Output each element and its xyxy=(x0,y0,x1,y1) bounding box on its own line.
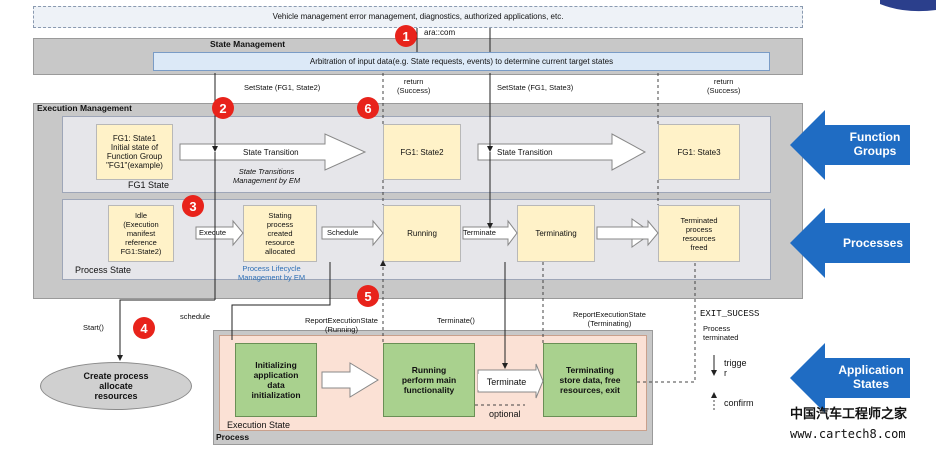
stating-text: Stating process created resource allocat… xyxy=(264,211,296,256)
terminated-text: Terminated process resources freed xyxy=(680,215,718,252)
terminating-to-terminated xyxy=(596,219,659,247)
confirm-legend-label: confirm xyxy=(724,398,754,408)
step-badge-6: 6 xyxy=(357,97,379,119)
return2-label: return (Success) xyxy=(707,77,741,95)
schedule-arrow xyxy=(321,219,384,247)
schedule-call-label: schedule xyxy=(180,312,211,321)
corner-logo xyxy=(880,0,936,12)
state-management-title: State Management xyxy=(210,39,286,49)
create-process-ellipse: Create process allocate resources xyxy=(40,362,192,410)
arbitration-box xyxy=(153,52,770,71)
idle-text: Idle (Execution manifest reference FG1:S… xyxy=(120,211,162,256)
setstate1-label: SetState (FG1, State2) xyxy=(244,83,321,92)
transitions-note: State Transitions Management by EM xyxy=(233,167,301,185)
application-states-text: Application States xyxy=(838,363,904,391)
function-groups-side-arrow xyxy=(790,110,910,180)
fg1-state3-box: FG1: State3 xyxy=(658,124,740,180)
terminated-box: Terminated process resources freed xyxy=(658,205,740,262)
state-transition-arrow-2 xyxy=(477,133,647,171)
function-groups-text: Function Groups xyxy=(849,130,901,158)
running-text: Running xyxy=(407,229,437,238)
create-process-text: Create process allocate resources xyxy=(83,371,149,401)
top-bar xyxy=(33,6,803,28)
top-bar-text: Vehicle management error management, dia… xyxy=(272,12,564,21)
app-terminating-box: Terminating store data, free resources, … xyxy=(543,343,637,417)
fg1-state1-text: FG1: State1 Initial state of Function Gr… xyxy=(106,134,163,170)
initializing-box: Initializing application data initializa… xyxy=(235,343,317,417)
step-badge-4: 4 xyxy=(133,317,155,339)
step-badge-3: 3 xyxy=(182,195,204,217)
terminate-app-box: Terminate xyxy=(478,374,535,390)
terminate-call-label: Terminate() xyxy=(437,316,475,325)
state-transition-arrow-1 xyxy=(179,133,367,171)
process-frame-title: Process xyxy=(216,432,250,442)
setstate2-label: SetState (FG1, State3) xyxy=(497,83,574,92)
terminate-label: Terminate xyxy=(463,228,496,237)
ara-com-label: ara::com xyxy=(424,28,456,37)
application-states-side-arrow xyxy=(790,343,910,413)
watermark-cn: 中国汽车工程师之家 xyxy=(790,407,908,422)
arbitration-text: Arbitration of input data(e.g. State req… xyxy=(309,57,614,66)
lifecycle-note: Process Lifecycle Management by EM xyxy=(238,264,306,282)
terminating-box: Terminating xyxy=(517,205,595,262)
execute-arrow xyxy=(195,219,244,247)
fg-row-label: FG1 State xyxy=(128,180,170,190)
idle-box: Idle (Execution manifest reference FG1:S… xyxy=(108,205,174,262)
start-label: Start() xyxy=(83,323,104,332)
return1-label: return (Success) xyxy=(397,77,431,95)
trigger-legend-label: trigge r xyxy=(724,358,747,379)
execute-label: Execute xyxy=(199,228,227,237)
fg1-state3-text: FG1: State3 xyxy=(677,147,721,157)
report-running-label: ReportExecutionState (Running) xyxy=(305,316,378,334)
running-box: Running xyxy=(383,205,461,262)
terminate-app-text: Terminate xyxy=(486,377,527,387)
exit-success-label: EXIT_SUCESS xyxy=(700,309,760,319)
report-terminating-label: ReportExecutionState (Terminating) xyxy=(573,310,646,328)
terminate-row-arrow xyxy=(462,219,518,247)
step-badge-2: 2 xyxy=(212,97,234,119)
fg1-state2-box: FG1: State2 xyxy=(383,124,461,180)
process-terminated-label: Process terminated xyxy=(703,324,739,342)
init-to-running-arrow xyxy=(321,362,379,398)
state-transition-2-label: State Transition xyxy=(497,148,553,157)
app-running-text: Running perform main functionality xyxy=(401,365,457,395)
fg1-state1-box: FG1: State1 Initial state of Function Gr… xyxy=(96,124,173,180)
fg1-state2-text: FG1: State2 xyxy=(400,147,444,157)
watermark-url: www.cartech8.com xyxy=(790,427,906,441)
app-running-box: Running perform main functionality xyxy=(383,343,475,417)
processes-text: Processes xyxy=(842,236,904,250)
app-terminating-text: Terminating store data, free resources, … xyxy=(559,365,621,395)
terminating-text: Terminating xyxy=(535,229,577,238)
processes-side-arrow xyxy=(790,208,910,278)
optional-label: optional xyxy=(489,409,521,419)
execution-management-title: Execution Management xyxy=(37,103,132,113)
schedule-label: Schedule xyxy=(327,228,359,237)
step-badge-5: 5 xyxy=(357,285,379,307)
initializing-text: Initializing application data initializa… xyxy=(251,360,301,400)
execution-state-label: Execution State xyxy=(227,420,291,430)
step-badge-1: 1 xyxy=(395,25,417,47)
state-transition-1-label: State Transition xyxy=(243,148,299,157)
stating-box: Stating process created resource allocat… xyxy=(243,205,317,262)
process-row-label: Process State xyxy=(75,265,132,275)
